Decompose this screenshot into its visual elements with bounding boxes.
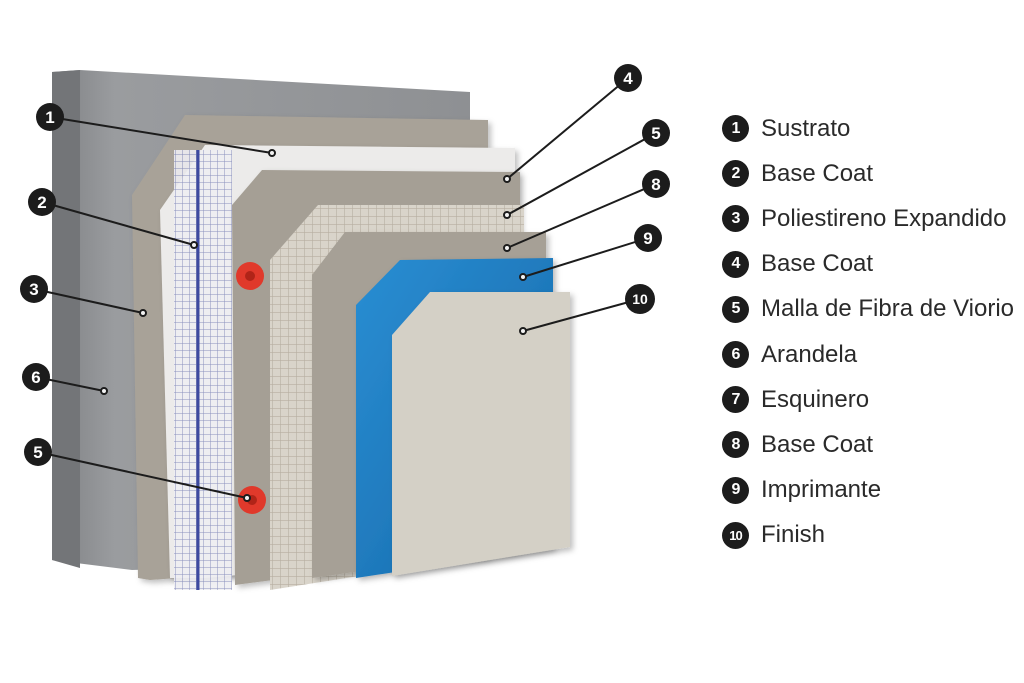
callout-6-label: 6 — [31, 368, 40, 387]
legend-label: Sustrato — [761, 114, 851, 142]
callout-4: 4 — [614, 64, 642, 92]
legend-number-badge: 7 — [722, 386, 749, 414]
finish-layer — [392, 292, 570, 576]
legend-item: 8 Base Coat — [722, 422, 1024, 467]
callout-5a-label: 5 — [33, 443, 42, 462]
legend-item: 1 Sustrato — [722, 106, 1024, 151]
leader-line-10 — [522, 298, 641, 332]
leader-line-5b — [506, 132, 657, 216]
legend-label: Finish — [761, 521, 826, 549]
legend-label: Imprimante — [761, 476, 882, 504]
callout-8: 8 — [642, 170, 670, 198]
callout-1-label: 1 — [45, 108, 54, 127]
legend-label: Base Coat — [761, 159, 874, 187]
callout-1: 1 — [36, 103, 64, 131]
legend-label: Poliestireno Expandido — [761, 204, 1007, 232]
callout-2: 2 — [28, 188, 56, 216]
washer-anchor-top — [236, 262, 264, 290]
callout-5a: 5 — [24, 438, 52, 466]
callout-3-label: 3 — [29, 280, 38, 299]
callout-4-label: 4 — [623, 69, 633, 88]
legend-label: Malla de Fibra de Viorio — [761, 295, 1015, 323]
callout-9-label: 9 — [643, 229, 652, 248]
leader-line-4 — [506, 77, 629, 180]
legend-number-badge: 4 — [722, 250, 749, 278]
callout-3: 3 — [20, 275, 48, 303]
legend-item: 5 Malla de Fibra de Viorio — [722, 287, 1024, 332]
legend-number-badge: 6 — [722, 341, 749, 369]
washer-anchor-bottom — [238, 486, 266, 514]
callout-5b-label: 5 — [651, 124, 660, 143]
legend-label: Base Coat — [761, 250, 874, 278]
legend-item: 3 Poliestireno Expandido — [722, 196, 1024, 241]
legend-item: 2 Base Coat — [722, 151, 1024, 196]
legend-number-badge: 3 — [722, 205, 749, 233]
leader-line-3 — [33, 288, 144, 314]
callout-6: 6 — [22, 363, 50, 391]
callout-9: 9 — [634, 224, 662, 252]
legend-item: 9 Imprimante — [722, 468, 1024, 513]
legend-number-badge: 5 — [722, 295, 749, 323]
legend-item: 4 Base Coat — [722, 242, 1024, 287]
leader-line-9 — [522, 237, 649, 278]
leader-line-5a — [37, 451, 248, 499]
legend-label: Base Coat — [761, 430, 874, 458]
callout-10: 10 — [625, 284, 655, 314]
legend: 1 Sustrato 2 Base Coat 3 Poliestireno Ex… — [722, 106, 1024, 558]
legend-item: 6 Arandela — [722, 332, 1024, 377]
leader-line-2 — [41, 201, 195, 246]
legend-label: Esquinero — [761, 385, 870, 413]
legend-number-badge: 2 — [722, 160, 749, 188]
legend-number-badge: 1 — [722, 115, 749, 143]
callout-10-label: 10 — [632, 291, 648, 307]
callout-2-label: 2 — [37, 193, 46, 212]
leader-line-1 — [49, 116, 273, 154]
legend-item: 7 Esquinero — [722, 377, 1024, 422]
leader-line-8 — [506, 183, 657, 249]
corner-bead-mesh — [174, 150, 232, 590]
legend-number-badge: 9 — [722, 476, 749, 504]
legend-number-badge: 8 — [722, 431, 749, 459]
legend-number-badge: 10 — [722, 521, 749, 549]
callout-5b: 5 — [642, 119, 670, 147]
legend-item: 10 Finish — [722, 513, 1024, 558]
callout-8-label: 8 — [651, 175, 660, 194]
legend-label: Arandela — [761, 340, 858, 368]
